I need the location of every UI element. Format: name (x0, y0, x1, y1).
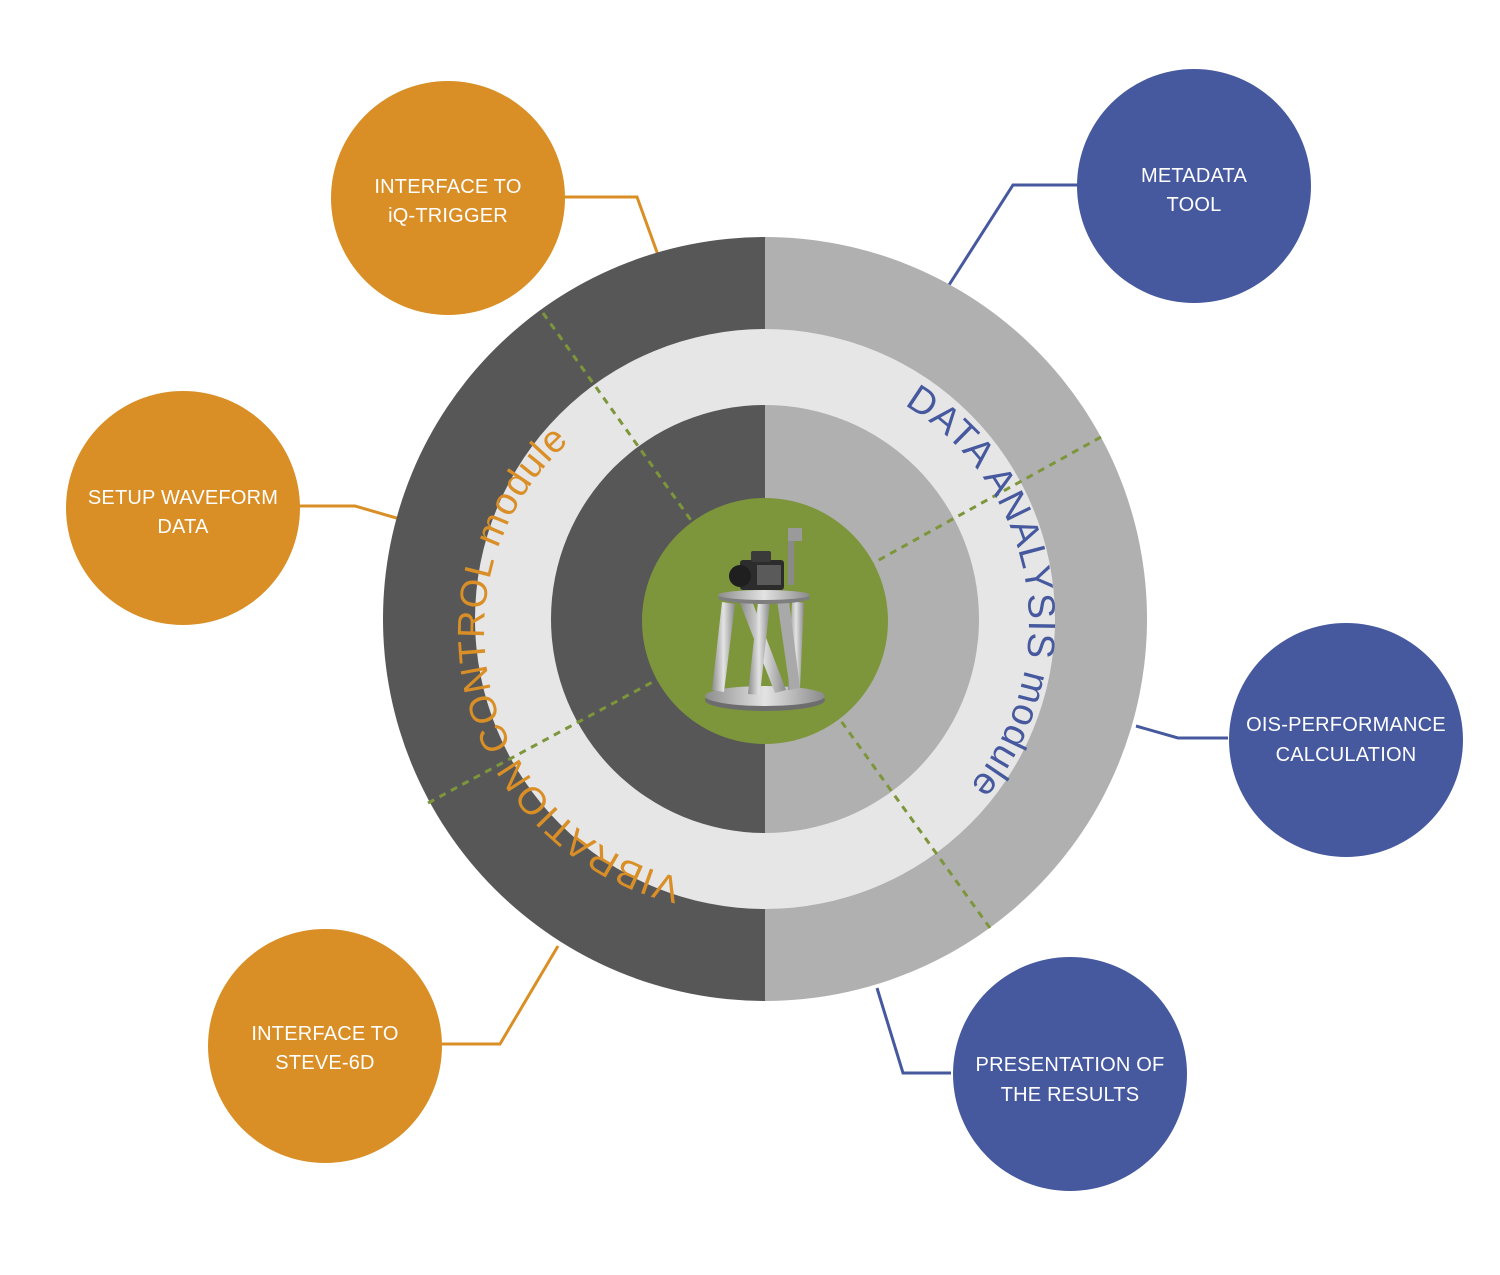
connector-setup-waveform (298, 504, 401, 521)
dotted-dividers (427, 312, 1102, 929)
node-steve-6d-line1: INTERFACE TO (251, 1023, 398, 1045)
node-metadata-tool-circle (1077, 69, 1311, 303)
node-steve-6d-circle (208, 929, 442, 1163)
connector-metadata-tool (947, 183, 1079, 286)
orange-connectors (298, 195, 660, 1046)
node-ois-performance-line1: OIS-PERFORMANCE (1246, 714, 1446, 736)
divider-lower-left (427, 676, 661, 805)
node-setup-waveform-circle (66, 391, 300, 625)
node-iq-trigger[interactable]: INTERFACE TO iQ-TRIGGER (331, 81, 565, 315)
node-setup-waveform-line2: DATA (157, 516, 209, 538)
node-presentation-line2: THE RESULTS (1001, 1084, 1140, 1106)
node-ois-performance[interactable]: OIS-PERFORMANCE CALCULATION (1229, 623, 1463, 857)
node-iq-trigger-line2: iQ-TRIGGER (388, 205, 508, 227)
divider-lower-right (834, 713, 992, 929)
divider-upper-left (541, 312, 695, 524)
node-metadata-tool-line2: TOOL (1167, 194, 1222, 216)
node-presentation-circle (953, 957, 1187, 1191)
node-setup-waveform[interactable]: SETUP WAVEFORM DATA (66, 391, 300, 625)
node-ois-performance-circle (1229, 623, 1463, 857)
node-setup-waveform-line1: SETUP WAVEFORM (88, 487, 278, 509)
connector-steve-6d (442, 945, 560, 1046)
hexapod-camera-icon (705, 528, 825, 711)
node-steve-6d-line2: STEVE-6D (275, 1052, 374, 1074)
connector-ois-performance (1135, 724, 1228, 740)
divider-upper-right (867, 435, 1102, 568)
connector-presentation (875, 987, 951, 1075)
node-metadata-tool[interactable]: METADATA TOOL (1077, 69, 1311, 303)
node-presentation-line1: PRESENTATION OF (976, 1054, 1165, 1076)
blue-connectors (875, 183, 1228, 1075)
node-steve-6d[interactable]: INTERFACE TO STEVE-6D (208, 929, 442, 1163)
connector-iq-trigger (564, 195, 660, 256)
node-iq-trigger-circle (331, 81, 565, 315)
node-iq-trigger-line1: INTERFACE TO (374, 176, 521, 198)
node-presentation[interactable]: PRESENTATION OF THE RESULTS (953, 957, 1187, 1191)
node-ois-performance-line2: CALCULATION (1276, 744, 1417, 766)
node-metadata-tool-line1: METADATA (1141, 165, 1248, 187)
